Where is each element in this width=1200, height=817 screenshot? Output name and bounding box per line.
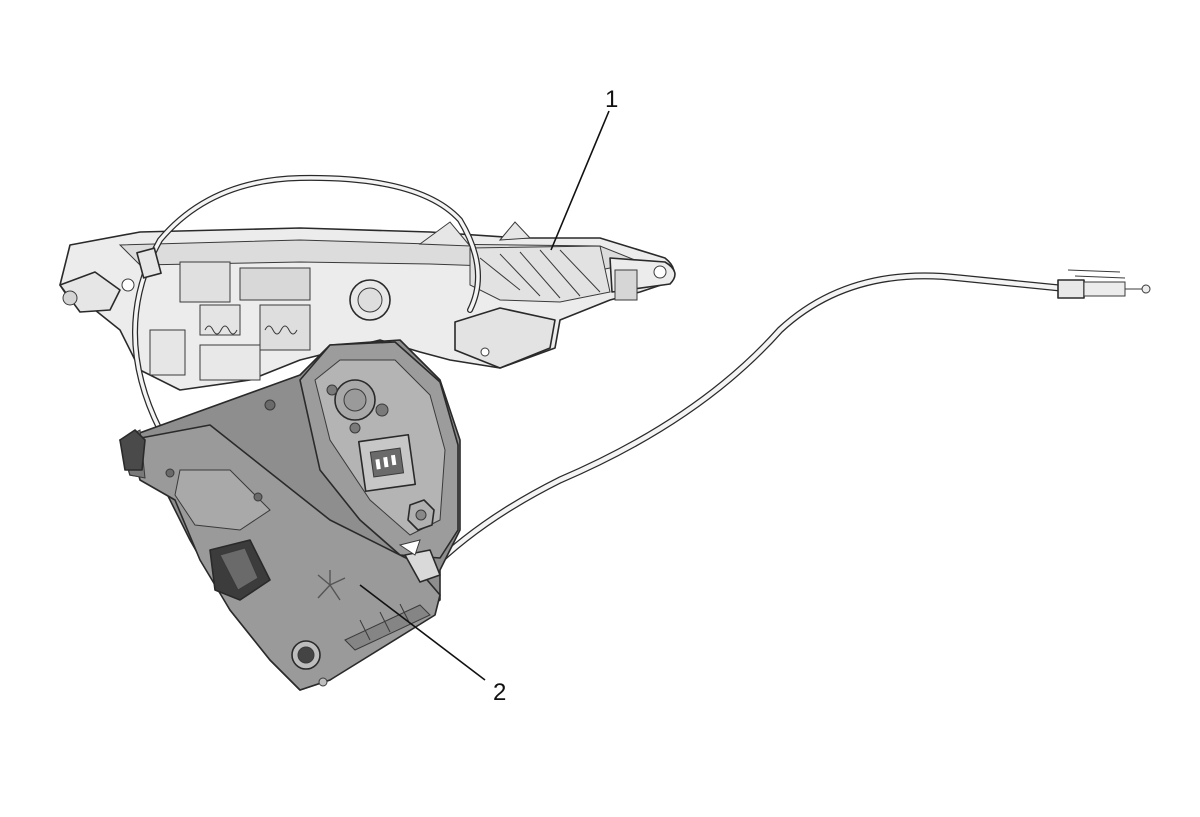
door-handle-bracket	[59, 221, 676, 391]
callout-label-2: 2	[493, 679, 506, 706]
callout-label-1: 1	[605, 86, 618, 113]
door-latch-actuator	[119, 339, 461, 691]
callout-2: 2	[359, 584, 506, 706]
callout-1: 1	[550, 86, 618, 251]
release-cables	[132, 174, 1151, 574]
star-marking-icon	[317, 570, 346, 601]
